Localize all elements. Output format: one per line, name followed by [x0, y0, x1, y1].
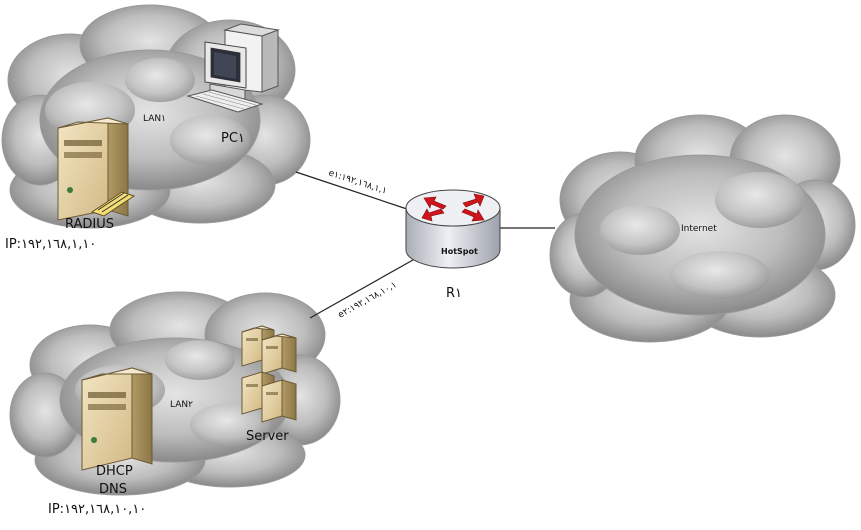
lan1-label: LAN١	[143, 114, 166, 124]
router-e2-label: e٢:١٩٢,١٦٨,١٠,١	[337, 280, 399, 321]
server-label: Server	[246, 429, 289, 444]
internet-label: Internet	[681, 224, 717, 234]
radius-ip-label: IP:١٩٢,١٦٨,١,١٠	[5, 237, 96, 252]
pc-label: PC١	[221, 131, 245, 146]
router-arrows-icon	[421, 193, 485, 222]
pc-icon	[186, 23, 280, 113]
radius-label: RADIUS	[65, 217, 114, 232]
lan2-label: LAN٢	[170, 400, 193, 410]
router-icon	[405, 189, 501, 269]
dns-label: DNS	[99, 482, 127, 497]
link-lan1-router	[295, 171, 411, 211]
dhcp-dns-server-icon	[81, 367, 153, 471]
lan1-cloud	[1, 4, 311, 229]
link-lan2-router	[309, 255, 421, 319]
dhcp-ip-label: IP:١٩٢,١٦٨,١٠,١٠	[48, 502, 146, 517]
radius-server-icon	[57, 117, 136, 221]
router-caption: HotSpot	[441, 247, 478, 256]
router-name: R١	[446, 286, 462, 301]
server-stack-icon	[241, 325, 297, 423]
internet-cloud	[549, 114, 856, 343]
dhcp-label: DHCP	[96, 464, 133, 479]
